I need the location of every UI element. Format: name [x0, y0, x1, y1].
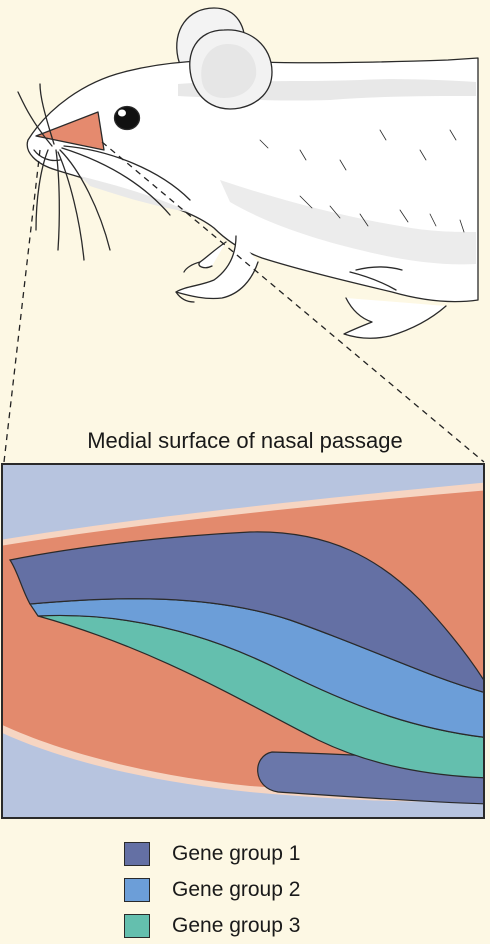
legend-item-gene-group-1: Gene group 1 — [124, 836, 300, 872]
legend-item-gene-group-3: Gene group 3 — [124, 908, 300, 944]
zoom-guide-lines — [3, 141, 485, 463]
legend-label: Gene group 1 — [172, 842, 301, 865]
legend-swatch-2 — [124, 878, 150, 902]
nasal-passage-panel — [1, 463, 485, 819]
legend-swatch-3 — [124, 914, 150, 938]
mouse-illustration — [17, 7, 479, 339]
gene-group-1-region — [9, 531, 484, 693]
legend-label: Gene group 2 — [172, 878, 301, 901]
legend-swatch-1 — [124, 842, 150, 866]
legend: Gene group 1 Gene group 2 Gene group 3 — [124, 836, 300, 944]
panel-caption: Medial surface of nasal passage — [87, 428, 403, 453]
legend-item-gene-group-2: Gene group 2 — [124, 872, 300, 908]
legend-label: Gene group 3 — [172, 914, 301, 937]
